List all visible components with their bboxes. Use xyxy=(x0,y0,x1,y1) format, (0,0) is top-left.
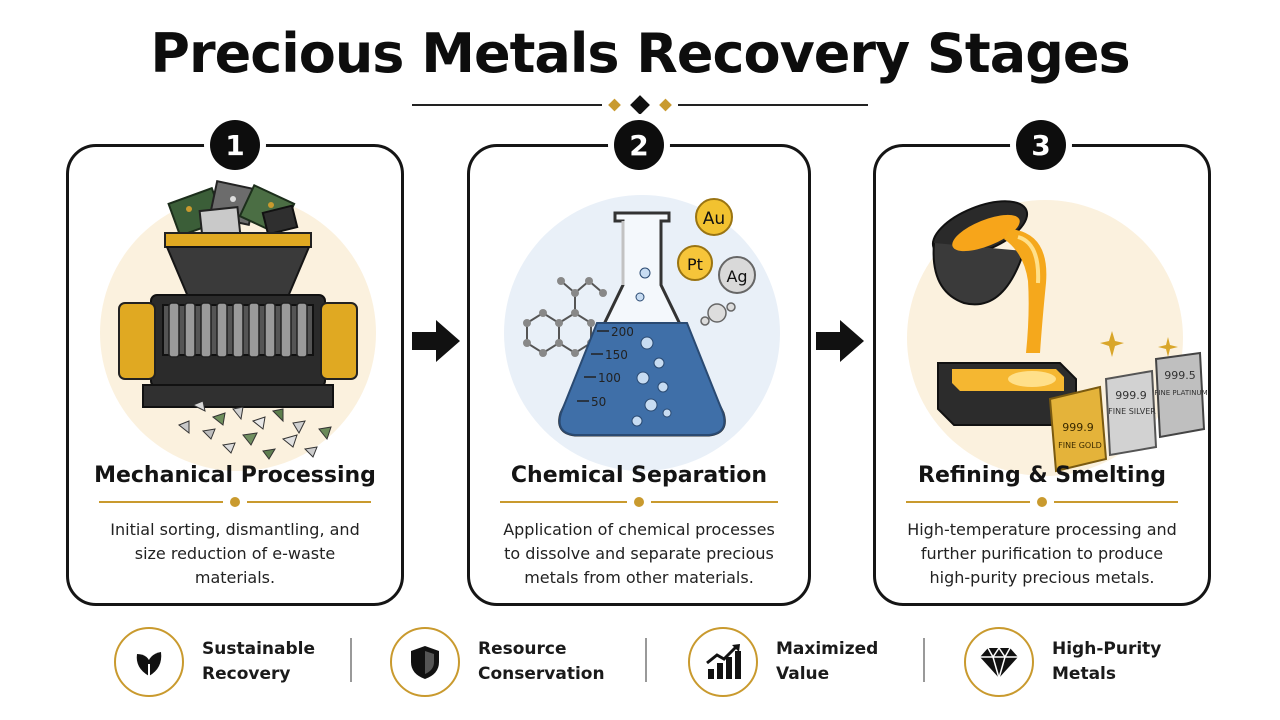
feature-4-line-2: Metals xyxy=(1052,664,1116,684)
stage-card-mechanical: Mechanical Processing Initial sorting, d… xyxy=(66,144,404,606)
platinum-bar: 999.5 FINE PLATINUM xyxy=(1154,351,1208,439)
gold-bar: 999.9 FINE GOLD xyxy=(1048,385,1108,473)
stage-1-rule-left xyxy=(99,501,223,503)
step-badge-3: 3 xyxy=(1016,120,1066,170)
feature-separator xyxy=(645,638,647,682)
stage-3-title: Refining & Smelting xyxy=(918,463,1166,488)
stage-1-title: Mechanical Processing xyxy=(94,463,376,488)
stage-3-rule-left xyxy=(906,501,1030,503)
growth-chart-icon xyxy=(688,627,758,697)
feature-1-line-1: Sustainable xyxy=(202,639,315,659)
leaf-icon xyxy=(114,627,184,697)
feature-high-purity-metals: High-Purity Metals xyxy=(964,624,1161,700)
title-diamond-ornament xyxy=(608,95,672,115)
feature-maximized-value: Maximized Value xyxy=(688,624,878,700)
flask-scale-100: 100 xyxy=(598,371,621,385)
flask-scale-200: 200 xyxy=(611,325,634,339)
stage-2-description: Application of chemical processes to dis… xyxy=(503,520,775,587)
arrow-right-icon xyxy=(816,320,864,362)
sparkle-icon xyxy=(1100,331,1124,357)
feature-3-line-1: Maximized xyxy=(776,639,879,659)
platinum-bar-purity: 999.5 xyxy=(1164,369,1196,382)
stage-card-refining: 999.9 FINE GOLD 999.9 FINE SILVER 999.5 … xyxy=(873,144,1211,606)
stage-2-rule-right xyxy=(651,501,778,503)
stage-2-rule-left xyxy=(500,501,627,503)
silver-bar: 999.9 FINE SILVER xyxy=(1104,369,1158,457)
feature-separator xyxy=(350,638,352,682)
flask-bubbles xyxy=(631,267,672,427)
step-badge-2: 2 xyxy=(614,120,664,170)
shredder-illustration xyxy=(100,180,376,471)
title-rule-right xyxy=(678,104,868,106)
sparkle-icon xyxy=(1158,337,1178,357)
shredded-fragments xyxy=(178,400,332,460)
shield-icon xyxy=(390,627,460,697)
feature-1-line-2: Recovery xyxy=(202,664,291,684)
feature-resource-conservation: Resource Conservation xyxy=(390,624,605,700)
feature-3-line-2: Value xyxy=(776,664,830,684)
stage-3-rule-right xyxy=(1054,501,1178,503)
flask-scale-150: 150 xyxy=(605,348,628,362)
title-rule-left xyxy=(412,104,602,106)
feature-2-line-1: Resource xyxy=(478,639,567,659)
flask-scale-50: 50 xyxy=(591,395,606,409)
step-badge-1: 1 xyxy=(210,120,260,170)
diamond-icon xyxy=(964,627,1034,697)
circuit-board-pile xyxy=(167,180,299,241)
feature-2-line-2: Conservation xyxy=(478,664,605,684)
stage-3-description: High-temperature processing and further … xyxy=(907,520,1177,587)
stage-2-title: Chemical Separation xyxy=(510,463,768,488)
feature-sustainable-recovery: Sustainable Recovery xyxy=(114,624,315,700)
stage-3-rule-dot xyxy=(1037,497,1047,507)
smelting-illustration: 999.9 FINE GOLD 999.9 FINE SILVER 999.5 … xyxy=(907,200,1208,476)
flask-illustration: 200 150 100 50 Au Pt Ag xyxy=(504,195,780,471)
gold-bar-purity: 999.9 xyxy=(1062,421,1094,434)
gold-bar-metal: FINE GOLD xyxy=(1058,441,1102,450)
feature-4-line-1: High-Purity xyxy=(1052,639,1162,659)
element-au-label: Au xyxy=(703,209,725,229)
element-pt-label: Pt xyxy=(687,255,703,274)
page-title: Precious Metals Recovery Stages xyxy=(150,22,1130,85)
feature-separator xyxy=(923,638,925,682)
small-molecule-icon xyxy=(700,302,736,326)
stage-card-chemical: 200 150 100 50 Au Pt Ag Chemical Separat… xyxy=(467,144,811,606)
crucible-icon xyxy=(931,200,1029,306)
silver-bar-purity: 999.9 xyxy=(1115,389,1147,402)
stage-1-rule-right xyxy=(247,501,371,503)
stage-1-rule-dot xyxy=(230,497,240,507)
stage-2-rule-dot xyxy=(634,497,644,507)
platinum-bar-metal: FINE PLATINUM xyxy=(1154,389,1207,397)
arrow-right-icon xyxy=(412,320,460,362)
silver-bar-metal: FINE SILVER xyxy=(1108,407,1156,416)
element-ag-label: Ag xyxy=(726,267,747,286)
stage-1-description: Initial sorting, dismantling, and size r… xyxy=(110,520,360,587)
